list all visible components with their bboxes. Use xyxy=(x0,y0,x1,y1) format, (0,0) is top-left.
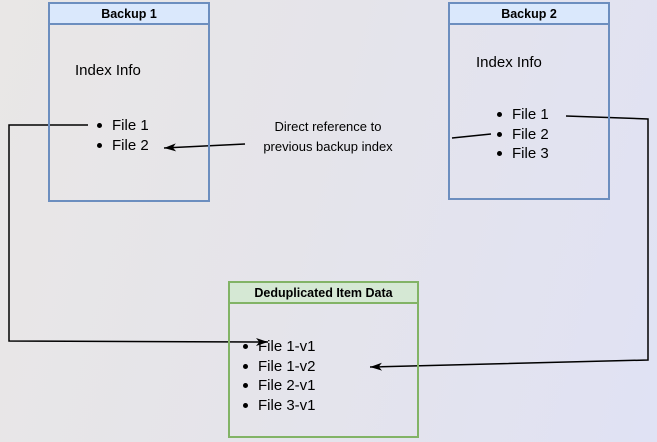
list-item: File 3 xyxy=(497,144,549,164)
list-item: File 1 xyxy=(497,105,549,125)
direct-reference-label-line1: Direct reference to xyxy=(274,119,382,134)
dedup-title: Deduplicated Item Data xyxy=(254,285,393,300)
list-item: File 1-v2 xyxy=(243,357,316,377)
backup2-box: Backup 2 Index Info File 1 File 2 File 3 xyxy=(448,2,610,200)
list-item: File 2 xyxy=(497,125,549,145)
dedup-file-list: File 1-v1 File 1-v2 File 2-v1 File 3-v1 xyxy=(243,337,316,415)
backup2-title: Backup 2 xyxy=(501,6,557,21)
backup1-title: Backup 1 xyxy=(101,6,157,21)
backup1-header: Backup 1 xyxy=(50,4,208,25)
backup1-box: Backup 1 Index Info File 1 File 2 xyxy=(48,2,210,202)
deduplicated-item-data-box: Deduplicated Item Data File 1-v1 File 1-… xyxy=(228,281,419,438)
backup1-file-list: File 1 File 2 xyxy=(97,116,149,155)
list-item: File 1-v1 xyxy=(243,337,316,357)
direct-reference-label: Direct reference to previous backup inde… xyxy=(248,117,408,157)
backup2-file-list: File 1 File 2 File 3 xyxy=(497,105,549,164)
direct-reference-label-line2: previous backup index xyxy=(263,139,393,154)
backup2-header: Backup 2 xyxy=(450,4,608,25)
backup1-index-info-label: Index Info xyxy=(75,62,141,79)
list-item: File 2-v1 xyxy=(243,376,316,396)
dedup-header: Deduplicated Item Data xyxy=(230,283,417,304)
list-item: File 2 xyxy=(97,136,149,156)
list-item: File 3-v1 xyxy=(243,396,316,416)
list-item: File 1 xyxy=(97,116,149,136)
backup2-index-info-label: Index Info xyxy=(476,54,542,71)
